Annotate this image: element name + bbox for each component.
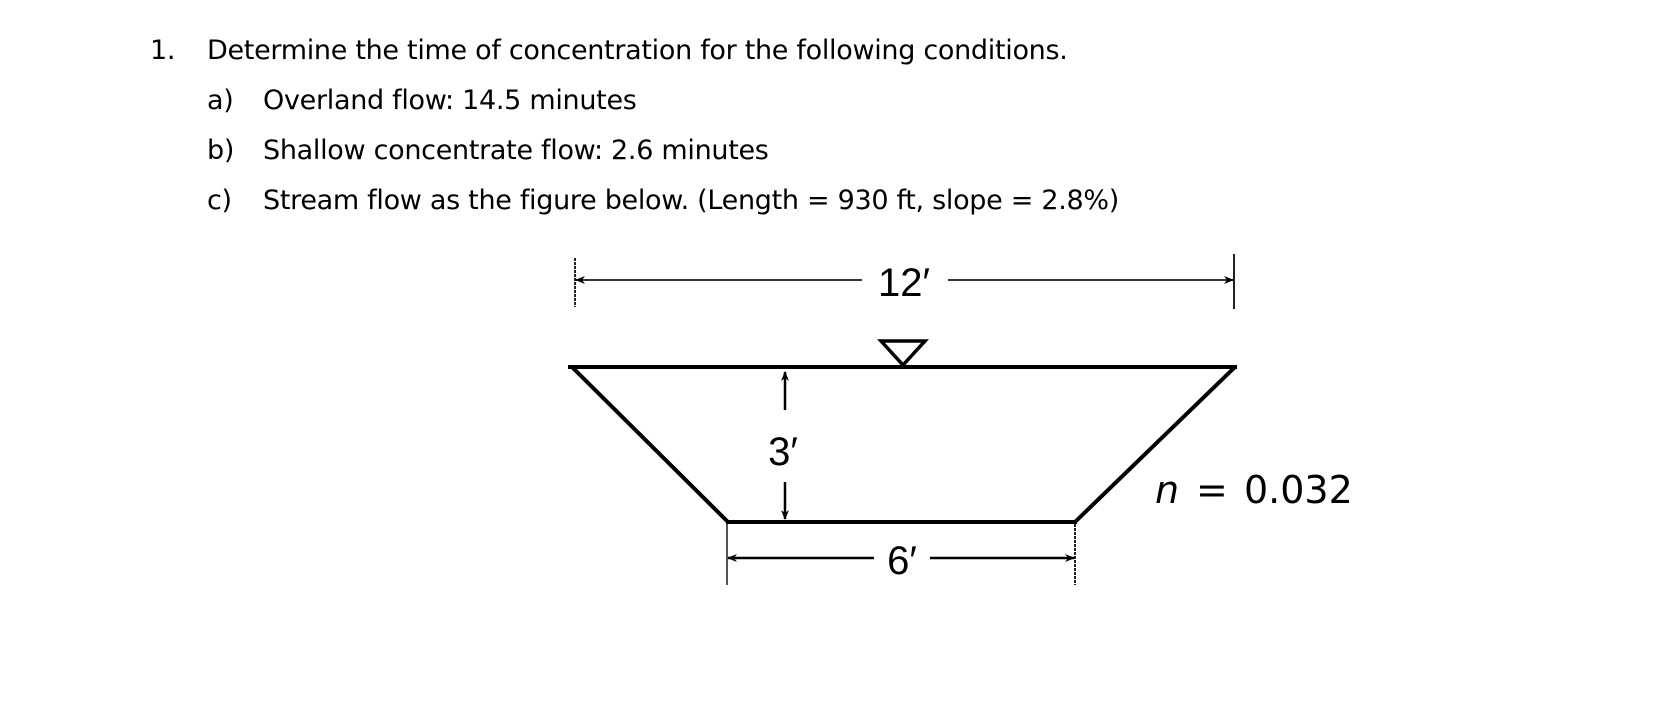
top-width-label: 12′ bbox=[878, 261, 930, 305]
part-c-label: c) bbox=[207, 185, 232, 216]
manning-equals: = bbox=[1196, 468, 1228, 512]
question-number: 1. bbox=[150, 35, 176, 66]
left-side-slope bbox=[570, 365, 730, 524]
channel-outline bbox=[568, 365, 1237, 524]
right-side-slope bbox=[1073, 365, 1237, 524]
depth-dimension: 3′ bbox=[768, 371, 798, 520]
water-surface-icon bbox=[877, 339, 929, 368]
question-prompt: Determine the time of concentration for … bbox=[207, 35, 1068, 66]
part-a-label: a) bbox=[207, 85, 234, 116]
depth-label: 3′ bbox=[768, 430, 798, 474]
manning-n-symbol: n bbox=[1155, 468, 1179, 512]
top-width-dimension: 12′ bbox=[574, 254, 1235, 309]
part-a-text: Overland flow: 14.5 minutes bbox=[263, 85, 637, 116]
part-b-label: b) bbox=[207, 135, 235, 166]
bottom-width-label: 6′ bbox=[887, 539, 917, 583]
bottom-width-dimension: 6′ bbox=[726, 524, 1076, 585]
part-c-text: Stream flow as the figure below. (Length… bbox=[263, 185, 1119, 216]
manning-n-value: 0.032 bbox=[1244, 468, 1353, 512]
part-b-text: Shallow concentrate flow: 2.6 minutes bbox=[263, 135, 769, 166]
manning-n-annotation: n = 0.032 bbox=[1155, 468, 1353, 512]
